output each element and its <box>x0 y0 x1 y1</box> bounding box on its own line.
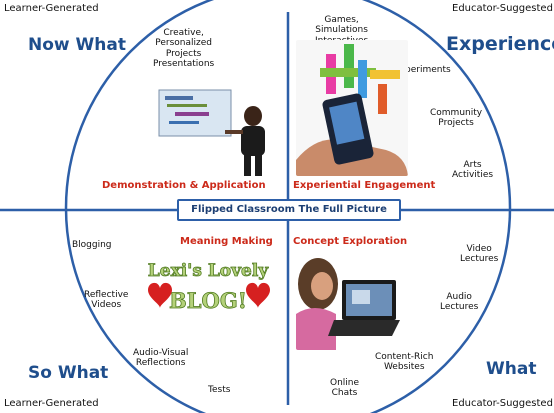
activity-video: Video Lectures <box>460 244 498 265</box>
activity-line: Projects <box>165 48 202 59</box>
phone-game-photo <box>296 40 408 176</box>
corner-top-right: Educator-Suggested <box>452 3 553 14</box>
phase-demonstration: Demonstration & Application <box>102 180 266 191</box>
activity-line: Tests <box>208 385 231 395</box>
quadrant-what: What <box>486 359 537 379</box>
activity-audio: Audio Lectures <box>440 292 478 313</box>
activity-line: Experiments <box>394 65 451 75</box>
activity-line: Arts <box>463 160 482 170</box>
corner-bottom-left: Learner-Generated <box>4 398 99 409</box>
activity-experiments: Experiments <box>394 65 451 75</box>
activity-line: Projects <box>438 118 474 129</box>
phase-experiential: Experiential Engagement <box>293 180 436 191</box>
activity-audiovisual: Audio-Visual Reflections <box>133 348 188 369</box>
quadrant-now-what: Now What <box>28 35 126 55</box>
activity-line: Lectures <box>460 254 499 265</box>
phase-meaning: Meaning Making <box>180 236 273 247</box>
activity-line: Presentations <box>153 59 215 70</box>
blog-title-line2: BLOG! <box>169 288 247 313</box>
activity-online: Online Chats <box>330 378 359 399</box>
activity-line: Online <box>330 378 360 388</box>
activity-line: Community <box>430 108 483 118</box>
activity-line: Simulations <box>315 25 368 36</box>
activity-line: Lectures <box>440 302 479 313</box>
activity-line: Activities <box>452 170 494 181</box>
activity-arts: Arts Activities <box>452 160 493 181</box>
activity-creative: Creative, Personalized Projects Presenta… <box>153 28 214 69</box>
presentation-photo <box>155 88 285 178</box>
heart-icon <box>246 282 270 308</box>
cycle-circle <box>64 0 512 413</box>
quadrant-so-what: So What <box>28 363 109 383</box>
blog-graphic: Lexi's Lovely BLOG! <box>138 256 278 318</box>
activity-line: Videos <box>91 300 122 311</box>
blog-title-line1: Lexi's Lovely <box>148 261 270 281</box>
activity-line: Chats <box>331 388 358 399</box>
activity-reflective: Reflective Videos <box>84 290 128 311</box>
activity-blogging: Blogging <box>72 240 112 250</box>
activity-line: Personalized <box>155 38 212 49</box>
activity-line: Games, <box>324 15 359 25</box>
activity-line: Content-Rich <box>375 352 434 362</box>
activity-tests: Tests <box>208 385 230 395</box>
activity-line: Video <box>466 244 492 254</box>
quadrant-experience: Experience <box>446 33 554 55</box>
corner-bottom-right: Educator-Suggested <box>452 398 553 409</box>
phase-concept: Concept Exploration <box>293 236 408 247</box>
activity-line: Reflections <box>135 358 186 369</box>
activity-line: Audio-Visual <box>133 348 189 358</box>
center-title: Flipped Classroom The Full Picture <box>177 199 401 221</box>
activity-community: Community Projects <box>430 108 482 129</box>
laptop-student-photo <box>296 254 400 350</box>
activity-line: Creative, <box>163 28 204 38</box>
activity-line: Audio <box>446 292 472 302</box>
corner-top-left: Learner-Generated <box>4 3 99 14</box>
activity-line: Reflective <box>84 290 129 300</box>
activity-content: Content-Rich Websites <box>375 352 433 373</box>
activity-line: Websites <box>383 362 425 373</box>
heart-icon <box>148 282 172 308</box>
activity-line: Blogging <box>72 240 112 250</box>
